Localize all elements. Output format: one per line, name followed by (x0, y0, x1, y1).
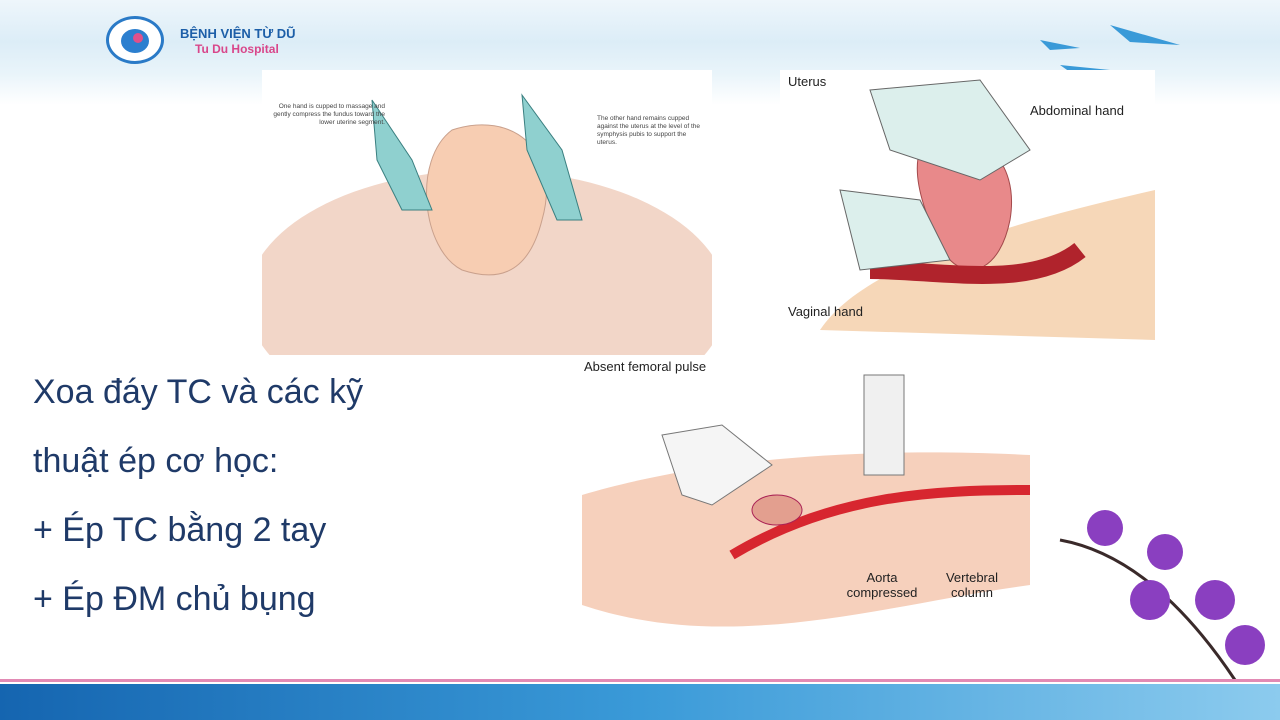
body-line: Xoa đáy TC và các kỹ (33, 373, 364, 411)
label-uterus: Uterus (788, 74, 827, 89)
body-line: + Ép TC bằng 2 tay (33, 511, 327, 549)
label-abdominal-hand: Abdominal hand (1030, 103, 1124, 118)
footer-bar (0, 684, 1280, 720)
figure1-left-caption: One hand is cupped to massage and gently… (273, 103, 385, 126)
figure1-right-caption: The other hand remains cupped against th… (597, 115, 700, 146)
label-aorta-compressed: Aorta compressed (846, 570, 918, 600)
hospital-name: BỆNH VIỆN TỪ DŨ (180, 26, 296, 41)
bimanual-massage-illustration: One hand is cupped to massage and gently… (262, 70, 712, 355)
hospital-subtitle: Tu Du Hospital (195, 42, 279, 56)
body-line: thuật ép cơ học: (33, 442, 279, 480)
label-vaginal-hand: Vaginal hand (788, 304, 863, 319)
bird-icon (1040, 25, 1180, 72)
accent-line (0, 679, 1280, 682)
aortic-compression-illustration: Absent femoral pulse Aorta compressed Ve… (582, 355, 1030, 662)
bimanual-compression-illustration: Uterus Abdominal hand Vaginal hand (780, 70, 1155, 340)
label-vertebral-column: Vertebral column (945, 570, 999, 600)
hospital-logo (106, 16, 164, 64)
orchid-decoration (1059, 510, 1265, 681)
label-absent-femoral-pulse: Absent femoral pulse (584, 359, 707, 374)
slide-body-text: Xoa đáy TC và các kỹ thuật ép cơ học: + … (33, 358, 363, 634)
body-line: + Ép ĐM chủ bụng (33, 580, 316, 618)
